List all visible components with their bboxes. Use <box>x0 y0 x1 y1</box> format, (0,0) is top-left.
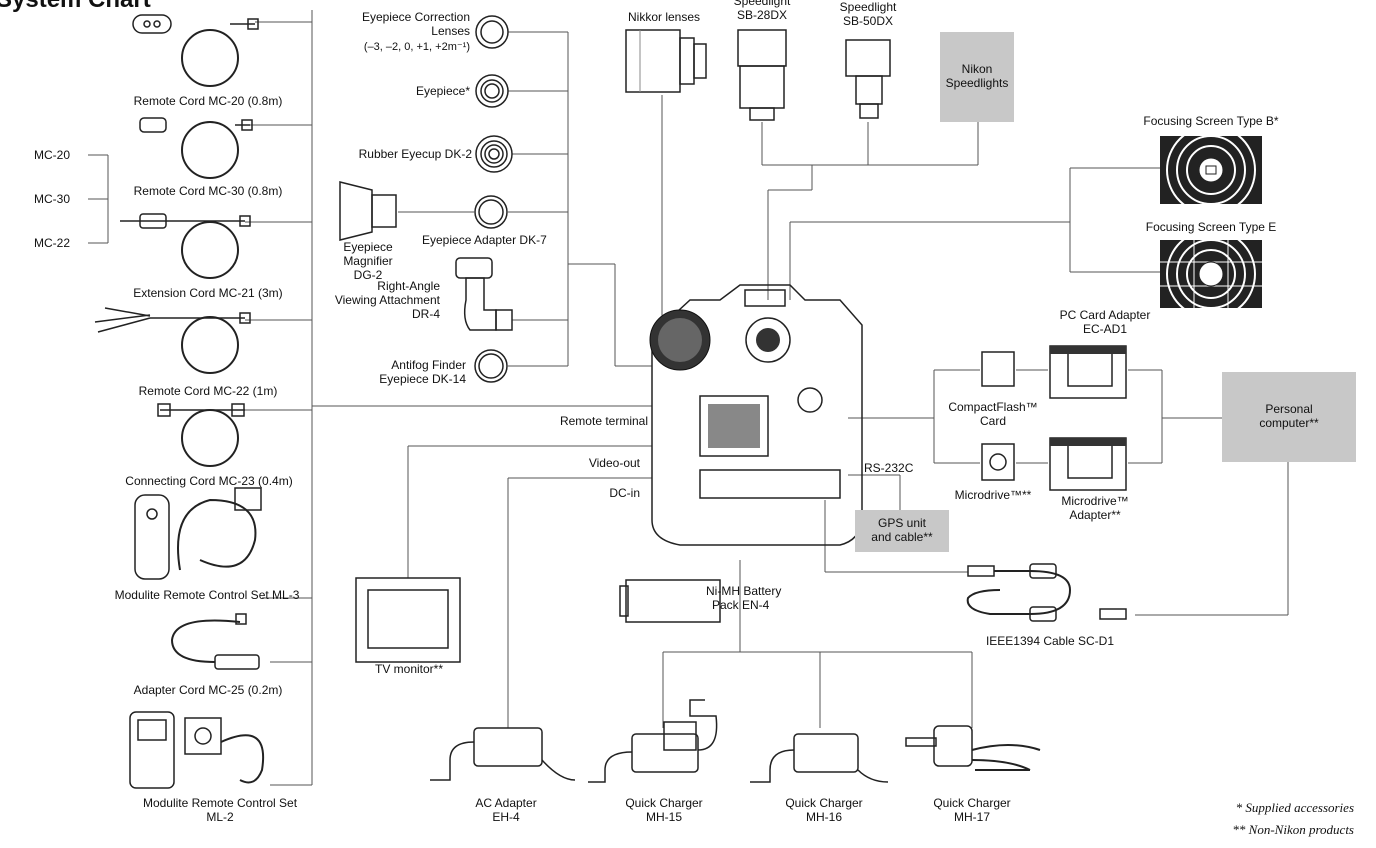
right-angle-label-line2: Viewing Attachment <box>310 293 440 307</box>
remote-terminal-label: Remote terminal <box>520 414 648 428</box>
antifog-label-line2: Eyepiece DK-14 <box>336 372 466 386</box>
ml3-illustration <box>135 488 261 579</box>
pc-card-adapter-label-line1: PC Card Adapter <box>1050 308 1160 322</box>
mh17-label-line1: Quick Charger <box>922 796 1022 810</box>
compactflash-label-line2: Card <box>938 414 1048 428</box>
eyecup-label: Rubber Eyecup DK-2 <box>320 147 472 161</box>
nikon-speedlights-label-line2: Speedlights <box>940 76 1014 90</box>
pc-card-adapter-label-line2: EC-AD1 <box>1050 322 1160 336</box>
sb50dx-label-line1: Speedlight <box>828 0 908 14</box>
mh17-label-line2: MH-17 <box>922 810 1022 824</box>
nikon-speedlights-box: Nikon Speedlights <box>940 32 1014 122</box>
mc22-label: Remote Cord MC-22 (1m) <box>118 384 298 398</box>
eyepiece-correction-label-line2: Lenses <box>330 24 470 38</box>
microdrive-label: Microdrive™** <box>938 488 1048 502</box>
mc20-bracket-label: MC-20 <box>34 148 70 162</box>
eyepiece-correction-label-line1: Eyepiece Correction <box>330 10 470 24</box>
sb50dx-label-line2: SB-50DX <box>828 14 908 28</box>
battery-label-line1: Ni-MH Battery <box>706 584 781 598</box>
magnifier-label-line1: Eyepiece <box>336 240 400 254</box>
magnifier-illustration <box>340 182 396 240</box>
ieee1394-label: IEEE1394 Cable SC-D1 <box>960 634 1140 648</box>
gps-unit-box: GPS unit and cable** <box>855 510 949 552</box>
ac-adapter-label-line2: EH-4 <box>456 810 556 824</box>
video-out-label: Video-out <box>560 456 640 470</box>
personal-computer-label-line2: computer** <box>1222 416 1356 430</box>
dc-in-label: DC-in <box>580 486 640 500</box>
personal-computer-box: Personal computer** <box>1222 372 1356 462</box>
mh15-label-line2: MH-15 <box>614 810 714 824</box>
ieee1394-cable-illustration <box>968 564 1126 621</box>
pc-card-adapter-illustration <box>1050 346 1126 398</box>
mc25-cord-illustration <box>172 614 259 669</box>
magnifier-label-line2: Magnifier <box>336 254 400 268</box>
gps-label-line2: and cable** <box>855 530 949 544</box>
tv-monitor-illustration <box>356 578 460 662</box>
focusing-screen-e-label: Focusing Screen Type E <box>1136 220 1286 234</box>
eyepiece-label: Eyepiece* <box>370 84 470 98</box>
nikkor-lens-illustration <box>626 30 706 92</box>
mh15-label-line1: Quick Charger <box>614 796 714 810</box>
ml2-illustration <box>130 712 263 788</box>
right-angle-label-line3: DR-4 <box>310 307 440 321</box>
power-connector-lines <box>408 446 972 728</box>
eyepiece-correction-values: (–3, –2, 0, +1, +2m⁻¹) <box>320 40 470 54</box>
microdrive-adapter-label-line2: Adapter** <box>1040 508 1150 522</box>
right-angle-illustration <box>456 258 512 330</box>
mc22-bracket-label: MC-22 <box>34 236 70 250</box>
microdrive-illustration <box>982 444 1014 480</box>
microdrive-adapter-label-line1: Microdrive™ <box>1040 494 1150 508</box>
compactflash-label-line1: CompactFlash™ <box>938 400 1048 414</box>
mh17-illustration <box>906 726 1040 770</box>
nikon-speedlights-label-line1: Nikon <box>940 62 1014 76</box>
mc30-cord-illustration <box>140 118 252 178</box>
gps-label-line1: GPS unit <box>855 516 949 530</box>
focusing-screen-b-label: Focusing Screen Type B* <box>1136 114 1286 128</box>
camera-body-illustration <box>650 285 862 545</box>
sb28dx-label-line2: SB-28DX <box>722 8 802 22</box>
rs232c-label: RS-232C <box>864 461 913 475</box>
compactflash-illustration <box>982 352 1014 386</box>
storage-connector-lines <box>825 370 1288 615</box>
ac-adapter-label-line1: AC Adapter <box>456 796 556 810</box>
mh15-illustration <box>588 700 717 782</box>
mc30-label: Remote Cord MC-30 (0.8m) <box>118 184 298 198</box>
ml2-label-line1: Modulite Remote Control Set <box>110 796 330 810</box>
ac-adapter-illustration <box>430 728 575 780</box>
supplied-accessories-note: * Supplied accessories <box>1236 800 1354 816</box>
mc30-bracket-label: MC-30 <box>34 192 70 206</box>
eyepiece-adapter-label: Eyepiece Adapter DK-7 <box>422 233 547 247</box>
mc21-cord-illustration <box>120 214 250 278</box>
personal-computer-label-line1: Personal <box>1222 402 1356 416</box>
sb50dx-illustration <box>846 40 890 118</box>
non-nikon-note: ** Non-Nikon products <box>1232 822 1354 838</box>
mh16-label-line1: Quick Charger <box>774 796 874 810</box>
microdrive-adapter-illustration <box>1050 438 1126 490</box>
ml3-label: Modulite Remote Control Set ML-3 <box>92 588 322 602</box>
ml2-label-line2: ML-2 <box>110 810 330 824</box>
mc20-cord-illustration <box>133 15 258 86</box>
focusing-screen-e <box>1160 230 1262 318</box>
mc22-cord-illustration <box>95 308 250 373</box>
right-angle-label-line1: Right-Angle <box>310 279 440 293</box>
battery-label-line2: Pack EN-4 <box>712 598 769 612</box>
antifog-label-line1: Antifog Finder <box>336 358 466 372</box>
nikkor-label: Nikkor lenses <box>614 10 714 24</box>
mc23-cord-illustration <box>158 404 245 466</box>
focusing-screen-b <box>1160 126 1262 214</box>
top-connector-lines <box>662 95 1160 320</box>
tv-monitor-label: TV monitor** <box>354 662 464 676</box>
sb28dx-label-line1: Speedlight <box>722 0 802 8</box>
mc21-label: Extension Cord MC-21 (3m) <box>110 286 306 300</box>
sb28dx-illustration <box>738 30 786 120</box>
eyepiece-lenses-illustration <box>475 16 512 382</box>
mc23-label: Connecting Cord MC-23 (0.4m) <box>104 474 314 488</box>
mc20-label: Remote Cord MC-20 (0.8m) <box>118 94 298 108</box>
mc25-label: Adapter Cord MC-25 (0.2m) <box>108 683 308 697</box>
mh16-label-line2: MH-16 <box>774 810 874 824</box>
battery-illustration <box>620 580 720 622</box>
mh16-illustration <box>750 734 888 782</box>
